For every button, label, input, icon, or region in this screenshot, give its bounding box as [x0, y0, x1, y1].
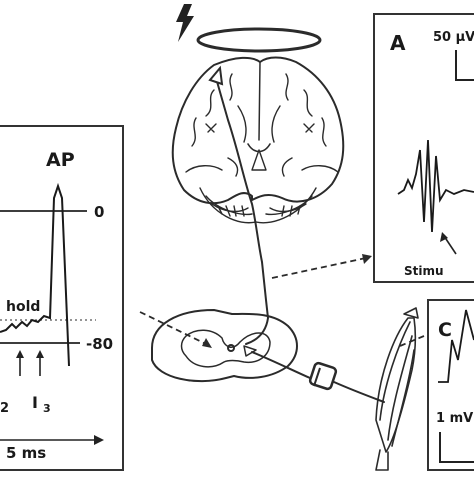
spinal-cord-section — [151, 309, 298, 383]
connector-arrows — [139, 254, 425, 348]
panel-c-scale-bar — [439, 432, 474, 463]
cerebellum — [199, 187, 317, 224]
i3-subscript: 3 — [43, 402, 51, 415]
panel-a-scale-label: 50 µV — [433, 30, 474, 45]
panel-a: A 50 µV Stimu — [373, 13, 474, 283]
ap-panel: AP 0 hold -80 2 I 3 5 ms — [0, 125, 124, 471]
panel-c-scale-label: 1 mV — [436, 411, 473, 426]
upper-motor-neuron-soma — [208, 65, 224, 86]
time-label: 5 ms — [6, 444, 46, 462]
brain-coronal-section — [171, 56, 345, 205]
threshold-label: hold — [6, 299, 40, 315]
panel-a-letter: A — [390, 31, 406, 55]
corticospinal-tract — [215, 77, 269, 345]
ap-title: AP — [46, 149, 75, 171]
stimulation-halo — [196, 27, 322, 53]
ap-panel-border — [0, 125, 124, 471]
panel-a-border — [373, 13, 474, 283]
nerve-to-muscle — [333, 381, 385, 403]
nerve-electrode — [308, 361, 338, 391]
action-potential-trace — [0, 182, 70, 367]
i3-label: I — [32, 393, 38, 412]
stimulus-label: Stimu — [404, 264, 444, 278]
cmap-trace — [438, 309, 474, 383]
peripheral-nerve — [251, 351, 311, 379]
resting-label: -80 — [86, 335, 113, 353]
muscle — [375, 307, 419, 471]
panel-c: C 1 mV — [427, 299, 474, 471]
panel-a-scale-bar — [455, 50, 474, 81]
zero-label: 0 — [94, 203, 104, 221]
lightning-bolt-icon — [176, 4, 194, 42]
panel-c-letter: C — [438, 319, 452, 341]
i2-label: 2 — [0, 401, 9, 416]
d-wave-trace — [397, 139, 474, 233]
panel-c-border — [427, 299, 474, 471]
